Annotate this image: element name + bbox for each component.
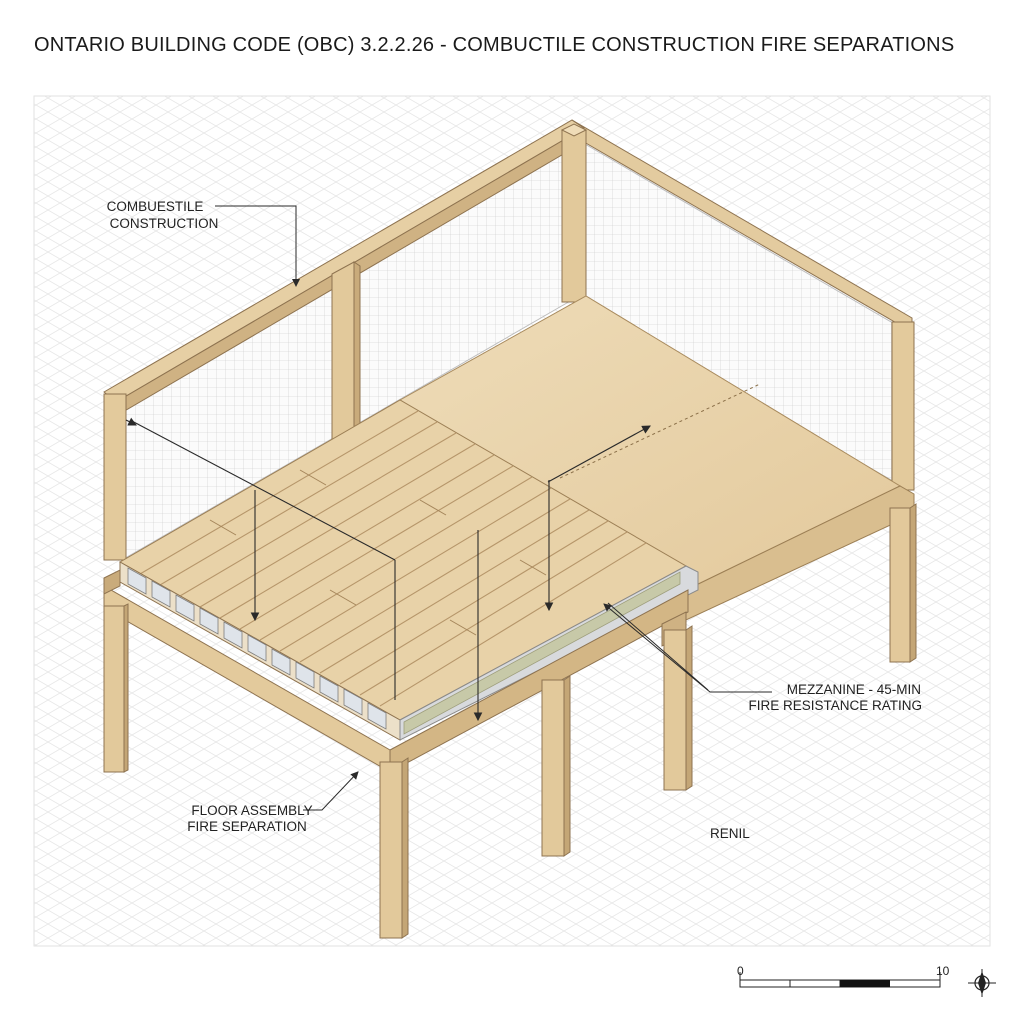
scale-bar-end: 10 [936,964,950,978]
deck-cross-ticks [209,469,547,636]
stray-label: RENIL [710,826,750,841]
mezzanine-callout-line2: FIRE RESISTANCE RATING [748,698,922,713]
lower-beams [103,569,689,773]
scale-bar-start: 0 [737,964,744,978]
page-title: ONTARIO BUILDING CODE (OBC) 3.2.2.26 - C… [34,34,955,56]
combustible-callout-line2: CONSTRUCTION [110,216,219,231]
floor-assembly-callout-line1: FLOOR ASSEMBLY [191,803,312,818]
deck-boards [139,410,647,707]
callout-leaders [215,205,772,811]
floor-assembly-callout-line2: FIRE SEPARATION [187,819,307,834]
north-arrow-icon [968,969,996,997]
dimension-arrows [125,417,651,722]
scale-bar: 0 10 [737,964,950,988]
wall-framing [103,119,915,561]
mezzanine-callout-line1: MEZZANINE - 45-MIN [787,682,921,697]
support-posts [103,503,917,939]
combustible-callout-line1: COMBUESTILE [107,199,204,214]
insulation-blocks [127,567,387,730]
